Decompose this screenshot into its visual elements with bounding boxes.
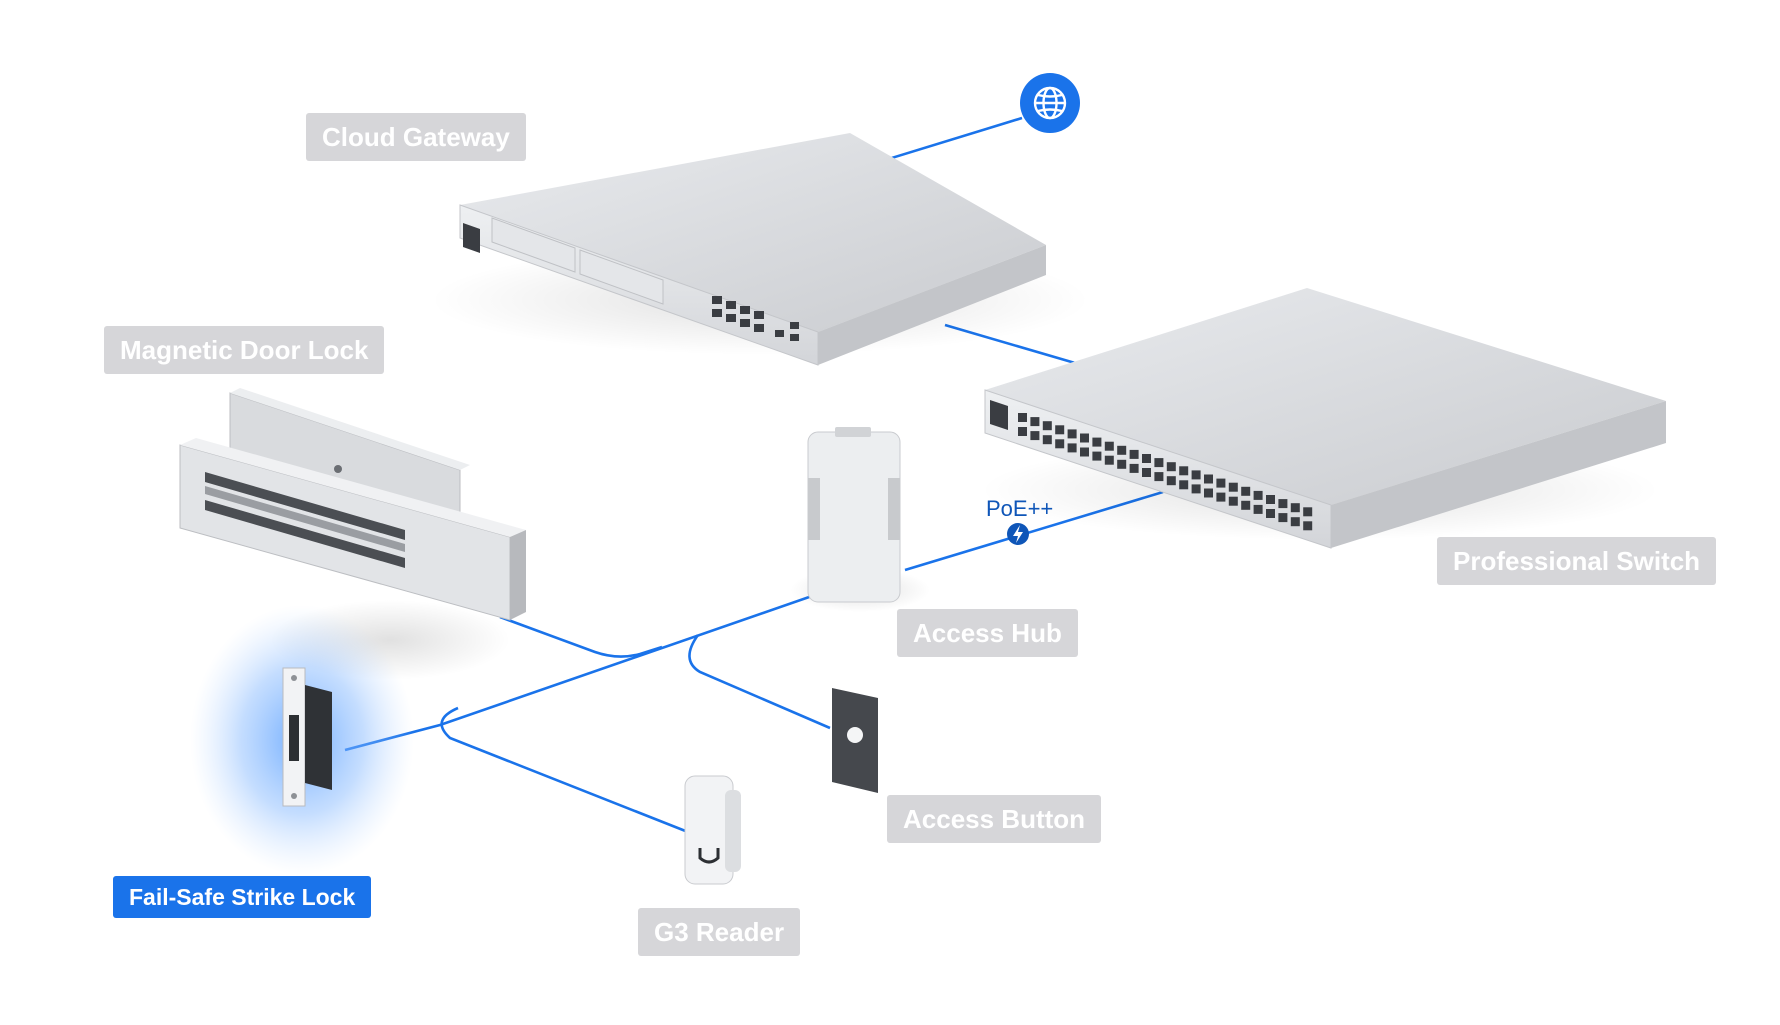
switch-port <box>1216 478 1226 488</box>
switch-port <box>1253 490 1263 500</box>
professional-switch-device[interactable] <box>980 288 1666 549</box>
gateway-ports <box>712 296 799 341</box>
label-fail-safe-strike-lock[interactable]: Fail-Safe Strike Lock <box>113 876 372 918</box>
switch-port <box>1117 445 1127 455</box>
switch-port <box>1154 458 1164 468</box>
switch-port <box>1179 480 1189 490</box>
switch-port <box>1030 417 1040 427</box>
switch-port <box>1241 486 1251 496</box>
switch-port <box>1204 488 1213 498</box>
switch-port <box>1142 468 1151 477</box>
switch-port <box>1080 433 1089 443</box>
switch-port <box>1042 421 1052 431</box>
internet-globe[interactable] <box>1020 73 1080 133</box>
switch-port <box>1042 435 1052 445</box>
switch-port <box>1129 463 1139 473</box>
switch-port <box>1055 425 1065 435</box>
switch-port <box>1266 509 1275 518</box>
globe-icon <box>1033 86 1067 120</box>
switch-port <box>1241 500 1251 510</box>
maglock-link <box>499 615 663 658</box>
switch-port <box>1303 521 1313 531</box>
label-access-hub[interactable]: Access Hub <box>897 609 1078 657</box>
access-hub-device[interactable] <box>790 427 930 612</box>
switch-port <box>1129 449 1139 459</box>
poe-indicator <box>1007 523 1029 545</box>
poe-label: PoE++ <box>986 496 1054 521</box>
switch-port <box>1067 443 1077 453</box>
switch-port <box>1191 470 1201 480</box>
switch-port <box>1166 476 1176 486</box>
switch-port <box>1179 466 1189 476</box>
access-button-link <box>688 634 831 730</box>
switch-port <box>1266 495 1275 504</box>
g3-reader-link <box>440 706 689 834</box>
switch-port <box>1080 447 1089 457</box>
switch-port <box>1278 499 1288 509</box>
switch-port <box>1104 455 1114 465</box>
switch-ports <box>1018 413 1313 531</box>
switch-port <box>1228 482 1238 492</box>
switch-port <box>1253 504 1263 514</box>
switch-port <box>1030 431 1040 441</box>
switch-port <box>1104 441 1114 451</box>
switch-port <box>1092 437 1102 447</box>
cloud-gateway-device[interactable] <box>430 133 1090 366</box>
fail-safe-strike-lock-device[interactable] <box>190 605 414 875</box>
label-professional-switch[interactable]: Professional Switch <box>1437 537 1717 585</box>
label-magnetic-door-lock[interactable]: Magnetic Door Lock <box>104 326 385 374</box>
switch-port <box>1142 454 1151 463</box>
access-button-device[interactable] <box>832 688 878 793</box>
label-access-button[interactable]: Access Button <box>887 795 1102 843</box>
switch-port <box>1092 451 1102 461</box>
switch-port <box>1018 413 1027 422</box>
switch-port <box>1303 507 1313 517</box>
label-g3-reader[interactable]: G3 Reader <box>638 908 801 956</box>
label-cloud-gateway[interactable]: Cloud Gateway <box>306 113 526 161</box>
switch-port <box>1290 503 1300 513</box>
lightning-icon <box>1013 525 1023 543</box>
switch-port <box>1228 496 1238 506</box>
g3-reader-device[interactable] <box>684 775 741 885</box>
switch-port <box>1204 474 1213 484</box>
switch-port <box>1290 517 1300 527</box>
switch-port <box>1278 513 1288 523</box>
switch-port <box>1055 439 1065 449</box>
ubiquiti-logo-icon <box>698 848 720 864</box>
switch-port <box>1154 472 1164 482</box>
switch-port <box>1117 459 1127 469</box>
switch-port <box>1018 427 1027 436</box>
switch-port <box>1166 462 1176 472</box>
switch-port <box>1191 484 1201 494</box>
switch-port <box>1067 429 1077 439</box>
switch-port <box>1216 492 1226 502</box>
